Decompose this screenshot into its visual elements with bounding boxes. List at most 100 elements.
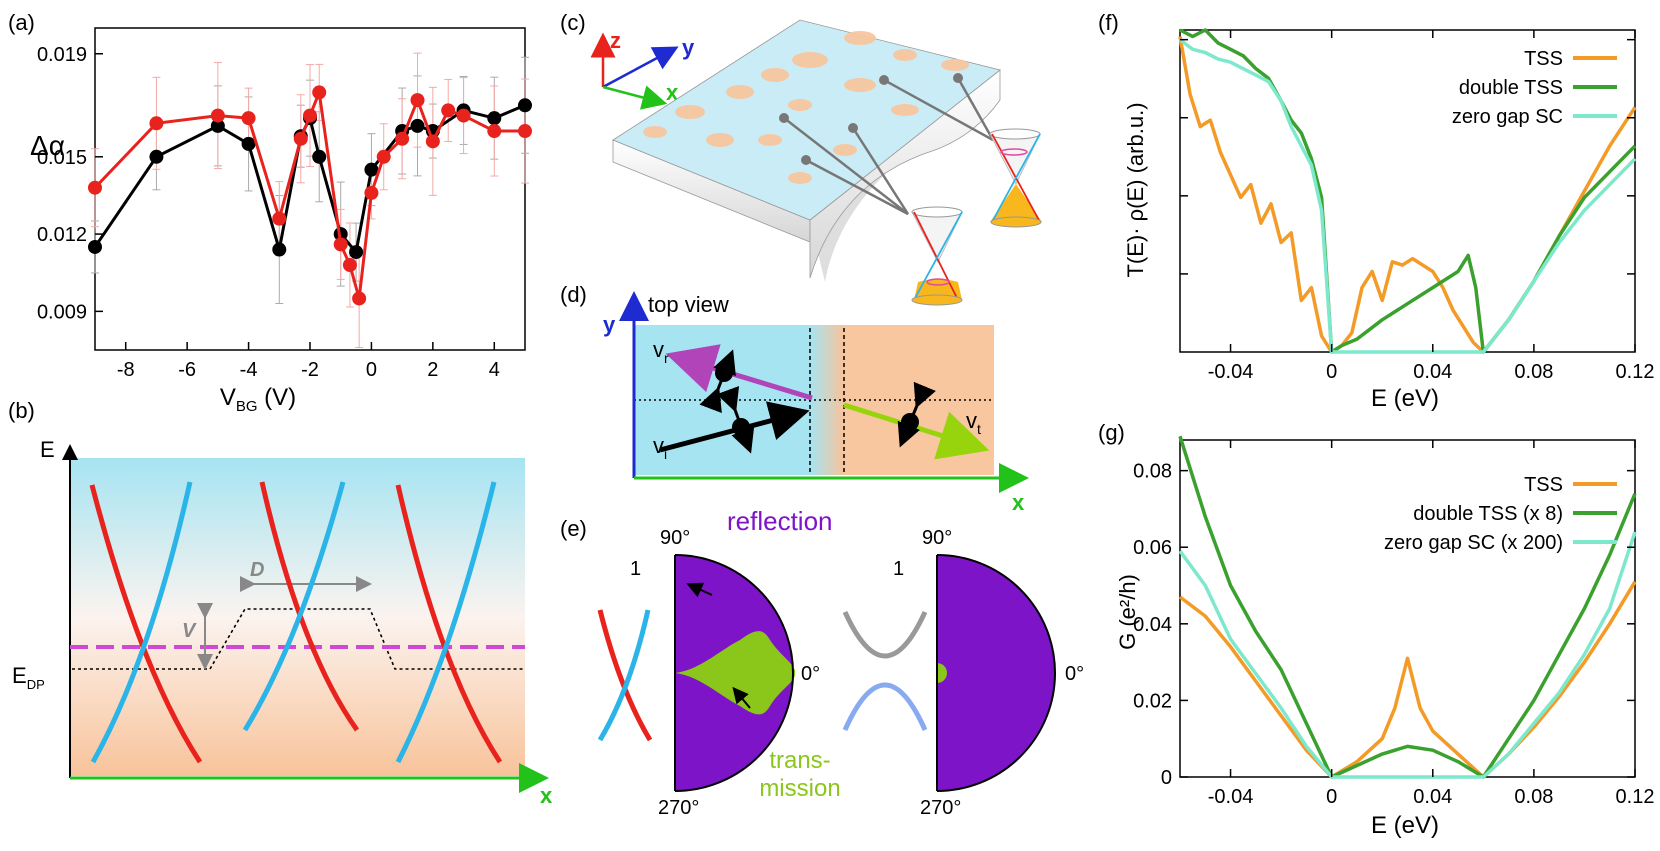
panel-g-ytick-label: 0.06: [1133, 537, 1172, 559]
panel-e-right-270: 270°: [920, 797, 961, 819]
panel-e-reflection-pointer: [686, 582, 713, 598]
panel-c-z-label: z: [610, 28, 621, 53]
panel-b-cone-2-red: [259, 481, 360, 732]
panel-e-right-blue-band: [842, 682, 928, 732]
panel-a-marker: [312, 85, 327, 100]
panel-b-e-label: E: [40, 437, 55, 462]
panel-a-marker: [518, 124, 532, 139]
panel-d-x-label: x: [1012, 490, 1025, 515]
panel-d: (d) top view y x vr vi vt: [560, 282, 1029, 515]
panel-a-xtick-label: -2: [301, 359, 319, 381]
panel-e-right-transmission-area: [937, 663, 947, 683]
panel-c-y-axis: [602, 46, 679, 89]
panel-c-leader-lines: [783, 77, 995, 216]
panel-f-xtick-label: 0.12: [1616, 361, 1655, 383]
panel-g-ylabel: G (e²/h): [1115, 574, 1140, 650]
panel-f-xlabel: E (eV): [1371, 385, 1439, 412]
panel-b-x-label: x: [540, 783, 553, 808]
panel-a-marker: [241, 111, 256, 126]
panel-b-v-label: V: [182, 620, 197, 642]
panel-a-xtick-label: -4: [240, 359, 258, 381]
panel-a-marker: [88, 239, 102, 254]
panel-e-left-radius: 1: [630, 558, 641, 580]
panel-f-ylabel: T(E)· ρ(E) (arb.u.): [1123, 102, 1148, 277]
panel-e-label: (e): [560, 516, 587, 541]
panel-f-label: (f): [1098, 10, 1119, 35]
panel-c-slab-top: [612, 19, 1001, 221]
panel-a-ytick-label: 0.019: [37, 44, 87, 66]
panel-g-label: (g): [1098, 420, 1125, 445]
panel-e-left-90: 90°: [660, 527, 690, 549]
panel-f-xtick-label: 0: [1326, 361, 1337, 383]
panel-e-transmission-pointer: [732, 686, 751, 709]
panel-g-frame: [1179, 439, 1636, 778]
panel-g-xtick-label: -0.04: [1208, 786, 1254, 808]
panel-f-plot: [1178, 28, 1637, 354]
panel-a-xtick-label: -6: [178, 359, 196, 381]
panel-f-series-1: [1179, 28, 1637, 354]
panel-e-transmission-label-1: trans-: [769, 747, 830, 774]
panel-a-marker: [410, 118, 425, 133]
panel-a-xlabel: VBG (V): [220, 384, 296, 415]
panel-e-right-arc: [936, 554, 1056, 792]
panel-f-xtick-label: -0.04: [1208, 361, 1254, 383]
panel-a-marker: [272, 242, 287, 257]
panel-e-right-radius: 1: [893, 558, 904, 580]
panel-a-marker: [333, 237, 348, 252]
panel-a-ytick-label: 0.012: [37, 224, 87, 246]
panel-a-marker: [88, 180, 102, 195]
panel-a-marker: [487, 124, 502, 139]
panel-e-left-arc: [674, 554, 794, 792]
panel-a-label: (a): [8, 10, 35, 35]
panel-a-marker: [342, 257, 357, 272]
panel-e-right-0: 0°: [1065, 663, 1084, 685]
panel-c-y-label: y: [682, 35, 695, 60]
panel-a-errorbars: [91, 52, 529, 348]
panel-b-d-label: D: [250, 559, 264, 581]
panel-e-left-red-band: [597, 609, 653, 742]
panel-d-title: top view: [648, 292, 729, 317]
panel-g-legend-label-0: TSS: [1524, 474, 1563, 496]
panel-a-marker: [456, 108, 471, 123]
panel-d-spin-markers: [699, 349, 936, 454]
panel-a-marker: [410, 93, 425, 108]
panel-a-marker: [210, 108, 225, 123]
panel-g-xtick-label: 0.08: [1514, 786, 1553, 808]
panel-g-xlabel: E (eV): [1371, 812, 1439, 839]
panel-a-marker: [241, 136, 256, 151]
panel-g-xtick-label: 0.12: [1616, 786, 1655, 808]
panel-b-edp-label: EDP: [12, 663, 45, 692]
panel-g-series-0: [1178, 580, 1637, 779]
panel-a-marker: [364, 162, 379, 177]
panel-a-marker: [349, 245, 364, 260]
panel-a-marker: [272, 211, 287, 226]
panel-d-vr-label: vr: [653, 337, 669, 366]
panel-f-xtick-label: 0.08: [1514, 361, 1553, 383]
panel-d-vi-label: vi: [653, 433, 667, 462]
panel-a-marker: [364, 185, 379, 200]
panel-a-xtick-label: 4: [489, 359, 500, 381]
panel-f-legend-label-1: double TSS: [1459, 77, 1563, 99]
panel-e-right-reflection-area: [937, 555, 1055, 791]
panel-e-left-270: 270°: [658, 797, 699, 819]
panel-a-marker: [441, 103, 456, 118]
panel-b-potential-profile: [72, 608, 525, 670]
panel-b-cone-3-blue: [395, 481, 497, 764]
panel-c: (c) z y x: [560, 10, 1042, 306]
panel-g-xtick-label: 0.04: [1413, 786, 1452, 808]
panel-a-marker: [395, 131, 410, 146]
panel-g-ytick-label: 0: [1161, 767, 1172, 789]
panel-e-left-0: 0°: [801, 663, 820, 685]
panel-b: (b) E x EDP D V: [8, 398, 553, 808]
panel-d-label: (d): [560, 282, 587, 307]
panel-a-marker: [210, 118, 225, 133]
panel-e-transmission-label-2: mission: [759, 775, 840, 802]
panel-a-xtick-label: 0: [366, 359, 377, 381]
panel-a-xtick-label: 2: [427, 359, 438, 381]
panel-a-marker: [149, 116, 164, 131]
panel-a-marker: [425, 134, 440, 149]
